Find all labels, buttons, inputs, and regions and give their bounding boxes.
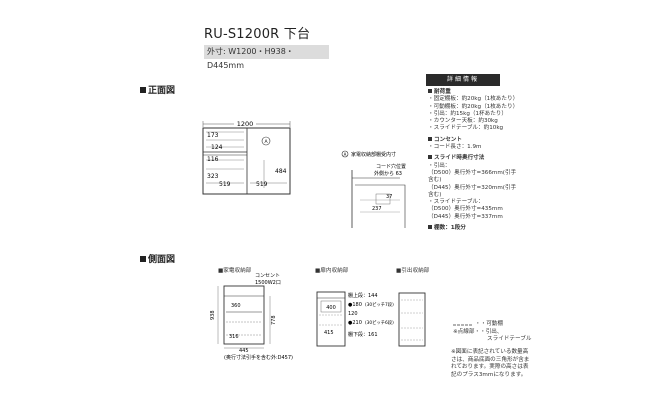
spec-heading-slide: スライド時奥行寸法 <box>428 155 520 162</box>
spec-line: （D445）奥行外寸=337mm <box>428 213 503 220</box>
side-depth-note: (奥行寸法引手を含む外:D457) <box>224 354 293 361</box>
door-inner-width: 400 <box>326 305 336 311</box>
side-sub-drawer: ■引出収納部 <box>396 268 430 274</box>
detail-marker-a-icon: A <box>264 139 268 145</box>
side-dim-360: 360 <box>231 303 241 309</box>
legend-movable: ・・可動棚 <box>475 321 503 327</box>
front-dim-519a: 519 <box>219 181 231 188</box>
spec-line: （D500）奥行外寸=366mm(引手含む) <box>428 169 517 184</box>
spec-line: ・スライドテーブル： <box>428 199 484 206</box>
side-view-heading: 側面図 <box>140 252 175 265</box>
side-dim-778: 778 <box>271 315 277 325</box>
spec-heading-outlet: コンセント <box>428 137 520 144</box>
pitch-label-1: (30ピッチ7段) <box>365 301 394 308</box>
spec-line: （D500）奥行外寸=435mm <box>428 206 503 213</box>
spec-panel-title: 詳細情報 <box>426 74 500 86</box>
spec-line: ・コード長さ：1.9m <box>428 144 482 151</box>
side-sub-door: ■扉内収納部 <box>315 268 349 274</box>
side-dim-316: 316 <box>229 334 239 340</box>
side-dim-445: 445 <box>239 348 249 354</box>
height-note: ※図面に表記されている数量高さは、商品底面の三角形が含まれております。実際の高さ… <box>451 349 530 378</box>
front-dim-173: 173 <box>207 132 219 139</box>
shelf-180-label: ●180 <box>348 302 362 308</box>
side-sub-appliance: ■家電収納部 <box>218 268 252 274</box>
spec-panel: 耐荷重 ・固定棚板：約20kg（1枚あたり） ・可動棚板：約20kg（1枚あたり… <box>428 89 520 232</box>
shelf-210-label: ●210 <box>348 320 362 326</box>
front-view-heading: 正面図 <box>140 83 175 96</box>
outlet-label-2: 1500W2口 <box>255 280 281 286</box>
shelf-120-label: 120 <box>348 311 358 317</box>
shelf-bottom-label: 棚下段：161 <box>348 331 378 338</box>
legend: ・・可動棚 ※点線部・・引出、 スライドテーブル <box>453 321 543 344</box>
side-dim-415: 415 <box>324 330 334 336</box>
front-dim-484: 484 <box>275 168 287 175</box>
side-view-heading-text: 側面図 <box>148 255 176 265</box>
legend-slide: スライドテーブル <box>487 336 532 342</box>
page-title: RU-S1200R 下台 <box>204 27 311 42</box>
detail-title: 家電収納部棚受内寸 <box>351 151 396 158</box>
front-view-heading-text: 正面図 <box>148 86 176 96</box>
front-dim-519b: 519 <box>256 181 268 188</box>
shelf-top-label: 棚上段：144 <box>348 292 378 299</box>
spec-line: ・カウンター天板：約30kg <box>428 118 498 125</box>
front-dim-323: 323 <box>207 173 219 180</box>
side-dim-938: 938 <box>210 310 216 320</box>
front-width-label: 1200 <box>237 120 254 128</box>
front-dim-116: 116 <box>207 156 219 163</box>
spec-line: ・スライドテーブル：約10kg <box>428 125 504 132</box>
detail-cord-line2: 外側から 63 <box>374 170 402 177</box>
square-bullet-icon <box>140 87 146 93</box>
detail-dim-237: 237 <box>372 206 382 212</box>
spec-line: ・引出：約15kg（1杯あたり） <box>428 110 507 117</box>
legend-dashed: ※点線部・・引出、 <box>453 328 503 335</box>
spec-heading-load: 耐荷重 <box>428 89 520 96</box>
spec-line: ・可動棚板：約20kg（1枚あたり） <box>428 103 519 110</box>
detail-dim-37: 37 <box>386 194 392 200</box>
spec-line: ・固定棚板：約20kg（1枚あたり） <box>428 96 519 103</box>
detail-a-icon: A <box>344 152 347 157</box>
outlet-label-1: コンセント <box>255 273 280 279</box>
pitch-label-2: (30ピッチ6段) <box>365 319 394 326</box>
outer-dimensions: 外寸: W1200・H938・D445mm <box>204 45 329 70</box>
spec-line: ・引出： <box>428 162 451 169</box>
front-dim-124: 124 <box>211 144 223 151</box>
spec-line: （D445）奥行外寸=320mm(引手含む) <box>428 184 517 198</box>
spec-heading-shelves: 棚数：1段分 <box>428 225 520 232</box>
square-bullet-icon <box>140 256 146 262</box>
detail-cord-line1: コード穴位置 <box>376 163 406 170</box>
